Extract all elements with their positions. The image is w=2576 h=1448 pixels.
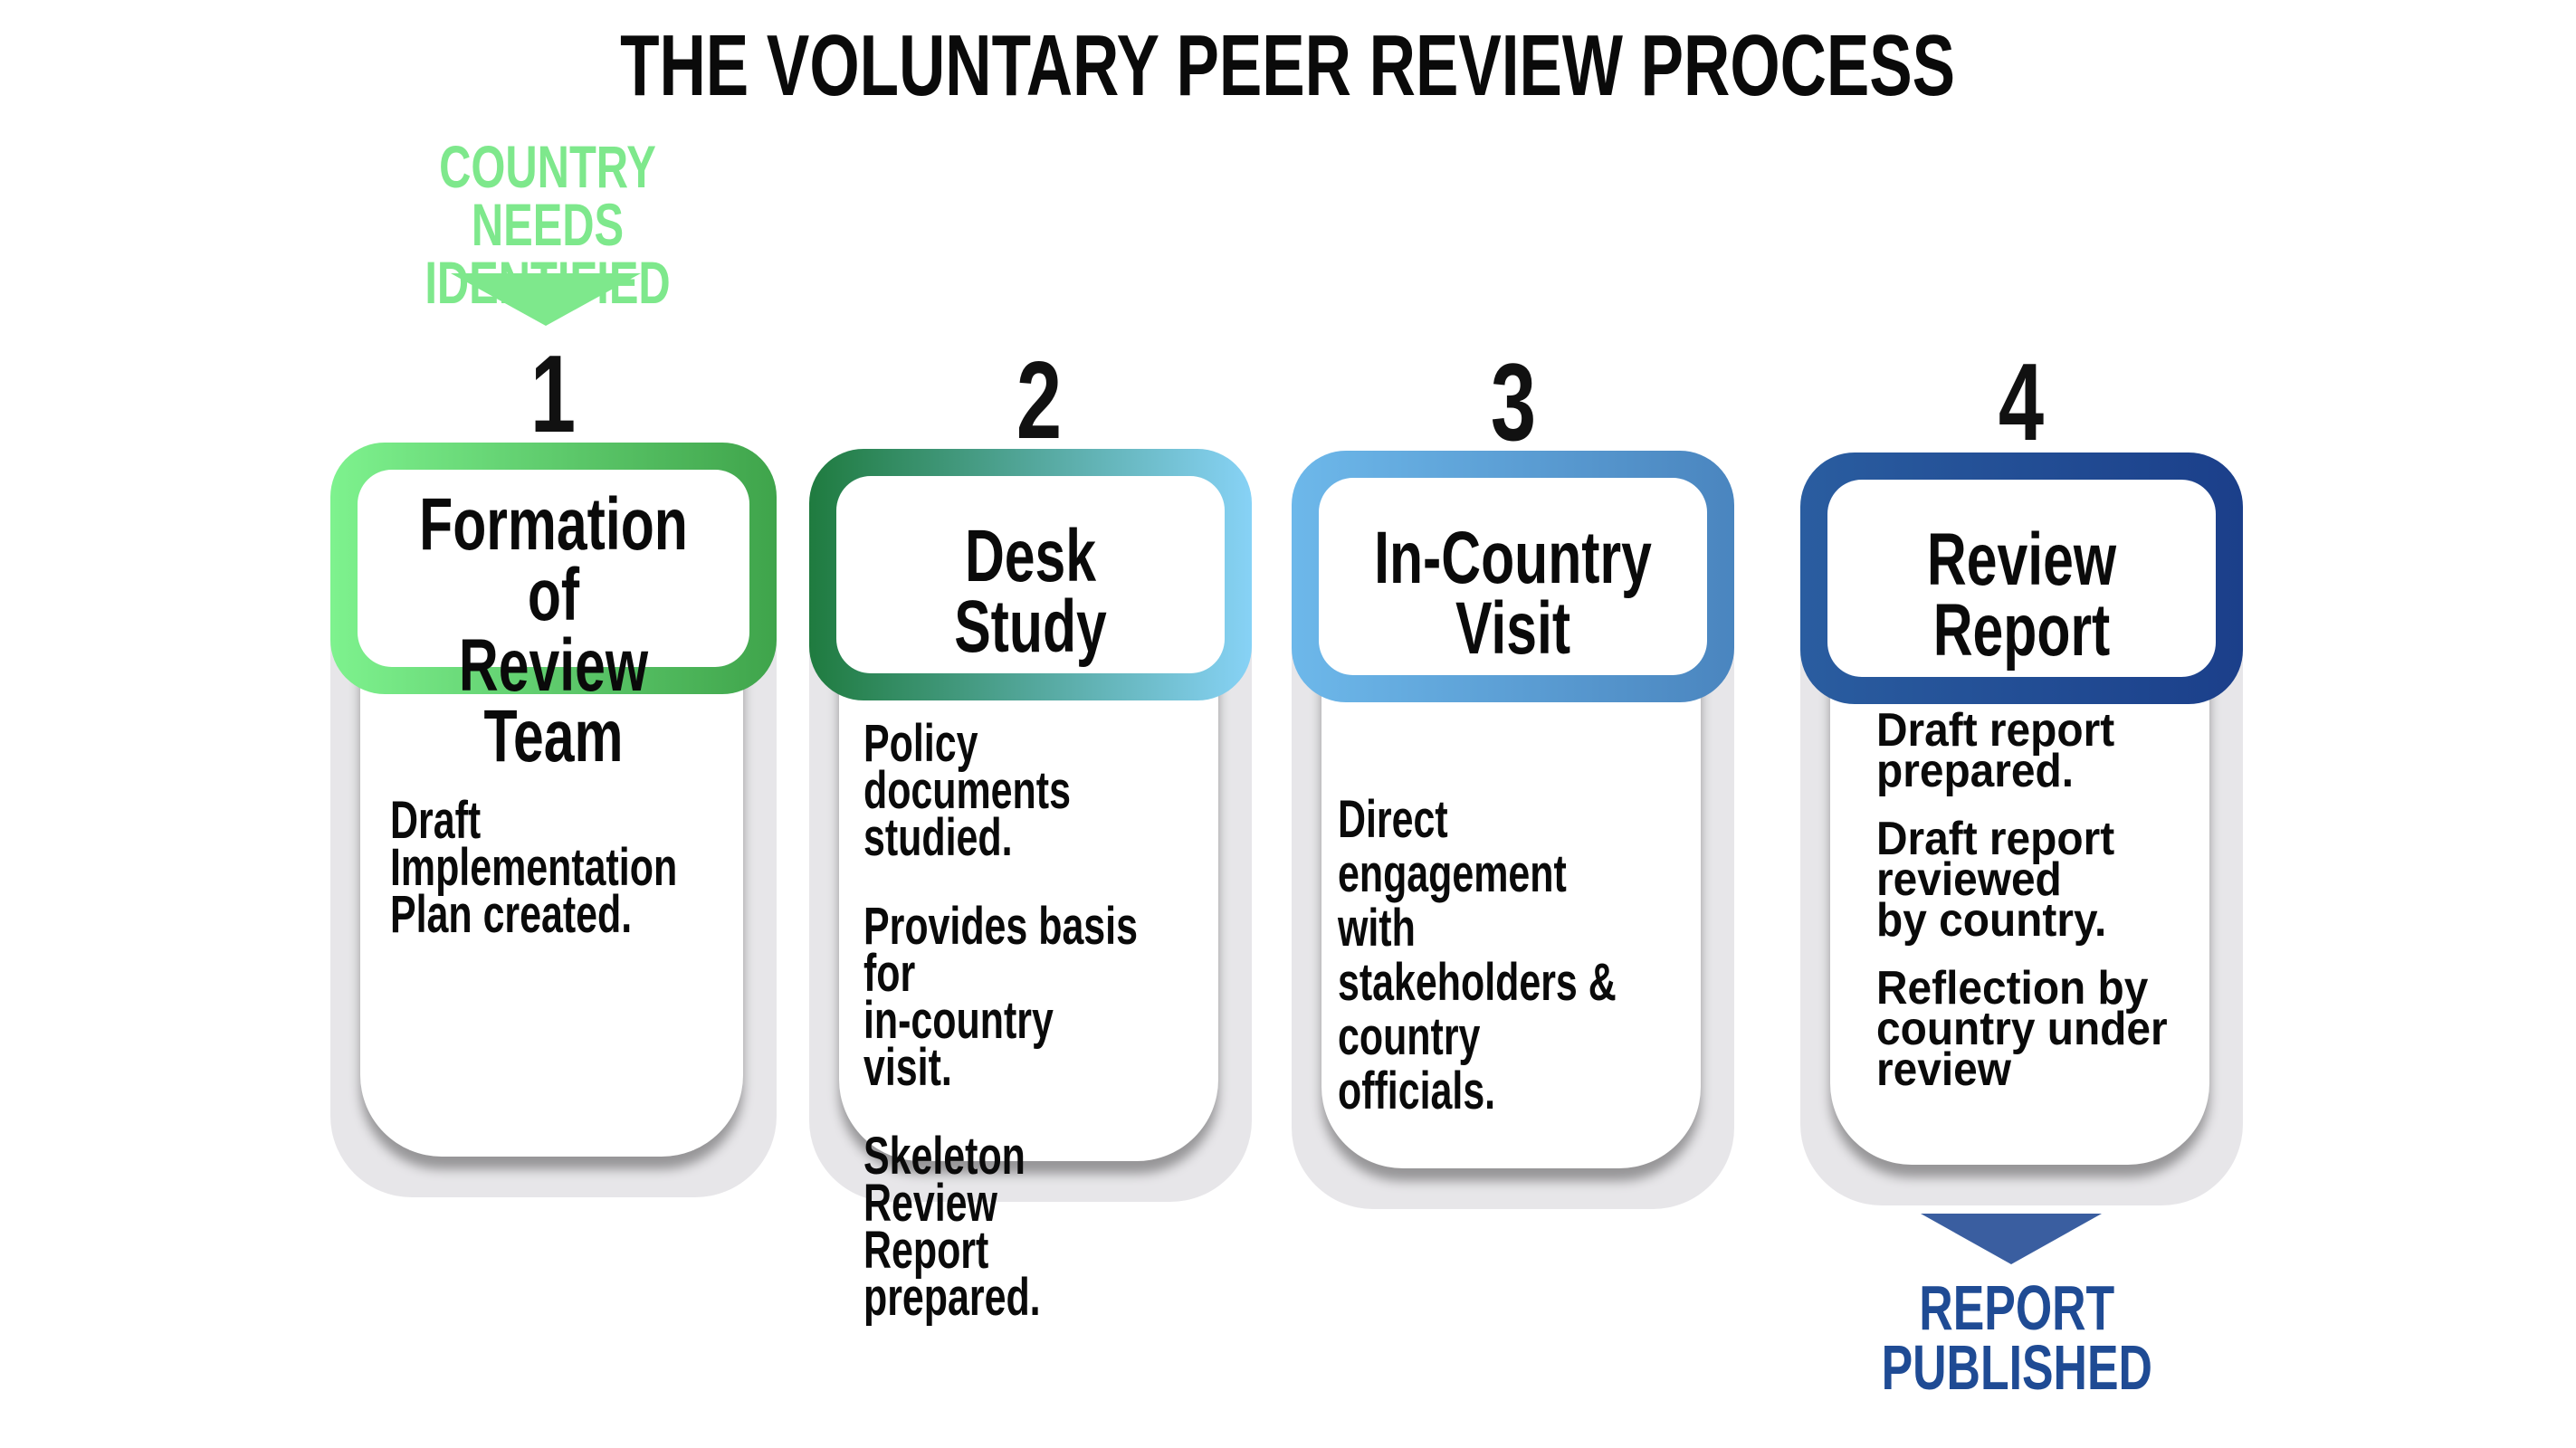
card-item: Policy documents studied. <box>863 714 1071 867</box>
step-number-1: 1 <box>463 330 644 457</box>
step-number-text: 4 <box>1998 340 2045 463</box>
step-number-3: 3 <box>1423 338 1604 465</box>
card-item: Draft report reviewed by country. <box>1876 813 2115 947</box>
card-item: Provides basis for in-country visit. <box>863 897 1138 1097</box>
card-title: Desk Study <box>954 515 1107 668</box>
diagram-title: THE VOLUNTARY PEER REVIEW PROCESS <box>0 16 2576 116</box>
end-label: REPORT PUBLISHED <box>1834 1272 2196 1403</box>
card-text: Draft report prepared. Draft report revi… <box>1876 704 2193 1118</box>
card-text: Direct engagement with stakeholders & co… <box>1338 793 1734 1160</box>
step-card-2: Desk Study Policy documents studied. Pro… <box>809 449 1252 1324</box>
start-arrow-icon <box>451 273 641 326</box>
step-card-1: Formation of Review Team Draft Implement… <box>330 443 777 1197</box>
step-card-3: In-Country Visit Direct engagement with … <box>1292 451 1734 1209</box>
card-header: Formation of Review Team <box>330 443 777 774</box>
card-item: Skeleton Review Report prepared. <box>863 1127 1041 1327</box>
card-item: Reflection by country under review <box>1876 962 2168 1096</box>
card-title: In-Country Visit <box>1374 517 1652 670</box>
step-number-text: 2 <box>1016 338 1063 462</box>
card-header: In-Country Visit <box>1292 451 1734 702</box>
step-number-2: 2 <box>949 337 1130 463</box>
card-item: Draft Implementation Plan created. <box>390 791 678 944</box>
step-number-text: 1 <box>530 332 577 455</box>
card-title: Formation of Review Team <box>419 483 688 777</box>
step-card-4: Review Report Draft report prepared. Dra… <box>1800 452 2243 1205</box>
end-label-text: REPORT PUBLISHED <box>1881 1272 2152 1403</box>
card-text: Draft Implementation Plan created. <box>390 791 778 980</box>
diagram-title-text: THE VOLUNTARY PEER REVIEW PROCESS <box>620 17 1956 114</box>
end-arrow-icon <box>1921 1214 2102 1264</box>
card-header: Desk Study <box>809 449 1252 700</box>
step-number-text: 3 <box>1490 340 1537 463</box>
card-item: Direct engagement with stakeholders & co… <box>1338 790 1617 1120</box>
card-title: Review Report <box>1926 519 2117 672</box>
step-number-4: 4 <box>1931 338 2112 465</box>
card-item: Draft report prepared. <box>1876 704 2115 797</box>
card-header: Review Report <box>1800 452 2243 704</box>
card-text: Policy documents studied. Provides basis… <box>863 714 1252 1363</box>
